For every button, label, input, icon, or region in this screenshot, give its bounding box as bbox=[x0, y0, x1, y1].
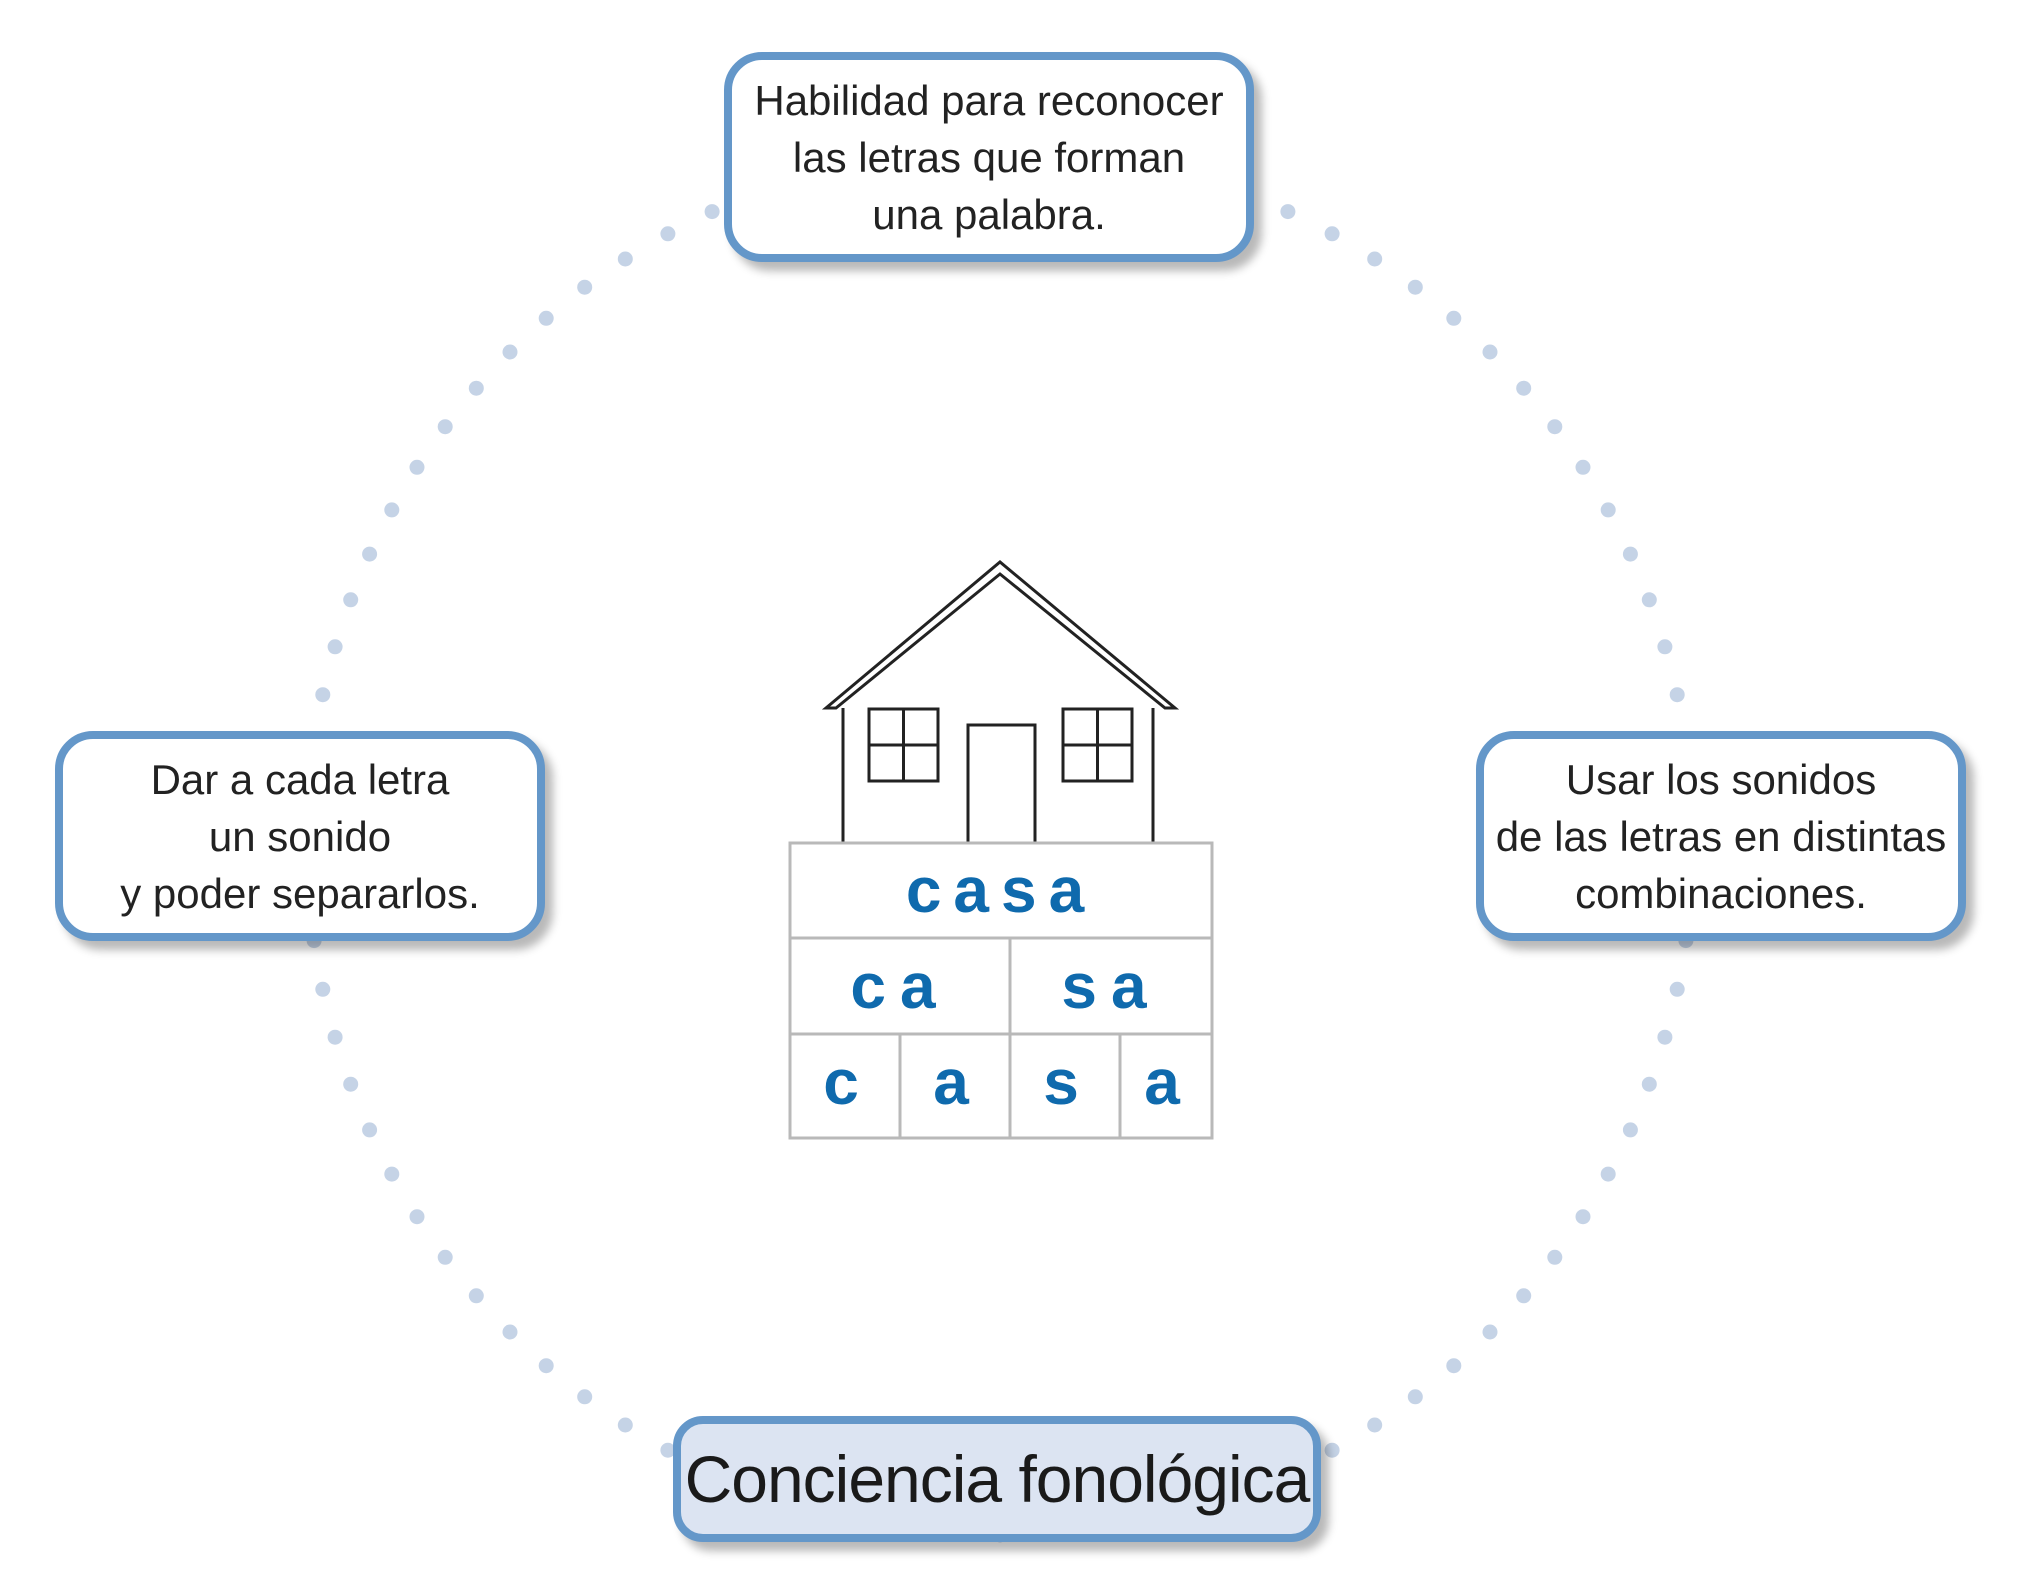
ring-dot bbox=[1575, 459, 1591, 475]
ring-dot bbox=[1657, 639, 1673, 655]
ring-dot bbox=[409, 1209, 425, 1225]
ability-text-combine-sounds: Usar los sonidos de las letras en distin… bbox=[1495, 755, 1947, 917]
house-icon bbox=[821, 560, 1180, 842]
ring-dot bbox=[617, 251, 633, 267]
ring-dot bbox=[1600, 502, 1616, 518]
letter-cell-4: a bbox=[1144, 1046, 1188, 1118]
ring-dot bbox=[660, 1442, 676, 1458]
ring-dot bbox=[1516, 1288, 1532, 1304]
letter-cell-3: s bbox=[1043, 1046, 1087, 1118]
ring-dot bbox=[362, 546, 378, 562]
ring-dot bbox=[1575, 1209, 1591, 1225]
ring-dot bbox=[617, 1417, 633, 1433]
ring-dot bbox=[327, 639, 343, 655]
ring-dot bbox=[1482, 1324, 1498, 1340]
ring-dot bbox=[343, 1076, 359, 1092]
ring-dot bbox=[1669, 981, 1685, 997]
ring-dot bbox=[577, 1389, 593, 1405]
ring-dot bbox=[577, 279, 593, 295]
ring-dot bbox=[1324, 226, 1340, 242]
ring-dot bbox=[1446, 1358, 1462, 1374]
ring-dot bbox=[343, 592, 359, 608]
diagram-title: Conciencia fonológica bbox=[684, 1442, 1311, 1516]
ring-dot bbox=[1367, 1417, 1383, 1433]
ring-dot bbox=[1669, 687, 1685, 703]
ring-dot bbox=[315, 981, 331, 997]
ring-dot bbox=[1482, 344, 1498, 360]
word-table bbox=[788, 841, 1214, 1140]
ring-dot bbox=[437, 419, 453, 435]
syllable-cell-1: ca bbox=[850, 950, 950, 1022]
ring-dot bbox=[1547, 419, 1563, 435]
ring-dot bbox=[502, 344, 518, 360]
word-cell: casa bbox=[905, 854, 1097, 926]
ring-dot bbox=[384, 1166, 400, 1182]
ring-dot bbox=[362, 1122, 378, 1138]
ring-dot bbox=[1407, 1389, 1423, 1405]
ring-dot bbox=[1600, 1166, 1616, 1182]
ring-dot bbox=[409, 459, 425, 475]
ring-dot bbox=[1367, 251, 1383, 267]
ring-dot bbox=[1641, 592, 1657, 608]
ability-box-recognize-letters: Habilidad para reconocer las letras que … bbox=[724, 52, 1254, 262]
ring-dot bbox=[704, 204, 720, 220]
ring-dot bbox=[327, 1029, 343, 1045]
ring-dot bbox=[1407, 279, 1423, 295]
ring-dot bbox=[315, 687, 331, 703]
ring-dot bbox=[1516, 380, 1532, 396]
ring-dot bbox=[468, 380, 484, 396]
ring-dot bbox=[1622, 1122, 1638, 1138]
letter-cell-1: c bbox=[823, 1046, 867, 1118]
ring-dot bbox=[384, 502, 400, 518]
ability-box-combine-sounds: Usar los sonidos de las letras en distin… bbox=[1476, 731, 1966, 941]
ring-dot bbox=[437, 1249, 453, 1265]
ring-dot bbox=[1547, 1249, 1563, 1265]
ring-dot bbox=[538, 1358, 554, 1374]
ring-dot bbox=[1622, 546, 1638, 562]
ring-dot bbox=[538, 310, 554, 326]
ring-dot bbox=[1641, 1076, 1657, 1092]
ability-text-recognize-letters: Habilidad para reconocer las letras que … bbox=[754, 76, 1224, 238]
syllable-cell-2: sa bbox=[1061, 950, 1161, 1022]
ring-dot bbox=[1446, 310, 1462, 326]
ring-dot bbox=[468, 1288, 484, 1304]
title-box: Conciencia fonológica bbox=[673, 1416, 1321, 1542]
ability-text-letter-sounds: Dar a cada letra un sonido y poder separ… bbox=[120, 755, 480, 917]
ring-dot bbox=[1280, 204, 1296, 220]
ring-dot bbox=[1657, 1029, 1673, 1045]
ability-box-letter-sounds: Dar a cada letra un sonido y poder separ… bbox=[55, 731, 545, 941]
letter-cell-2: a bbox=[933, 1046, 977, 1118]
ring-dot bbox=[1324, 1442, 1340, 1458]
ring-dot bbox=[660, 226, 676, 242]
ring-dot bbox=[502, 1324, 518, 1340]
